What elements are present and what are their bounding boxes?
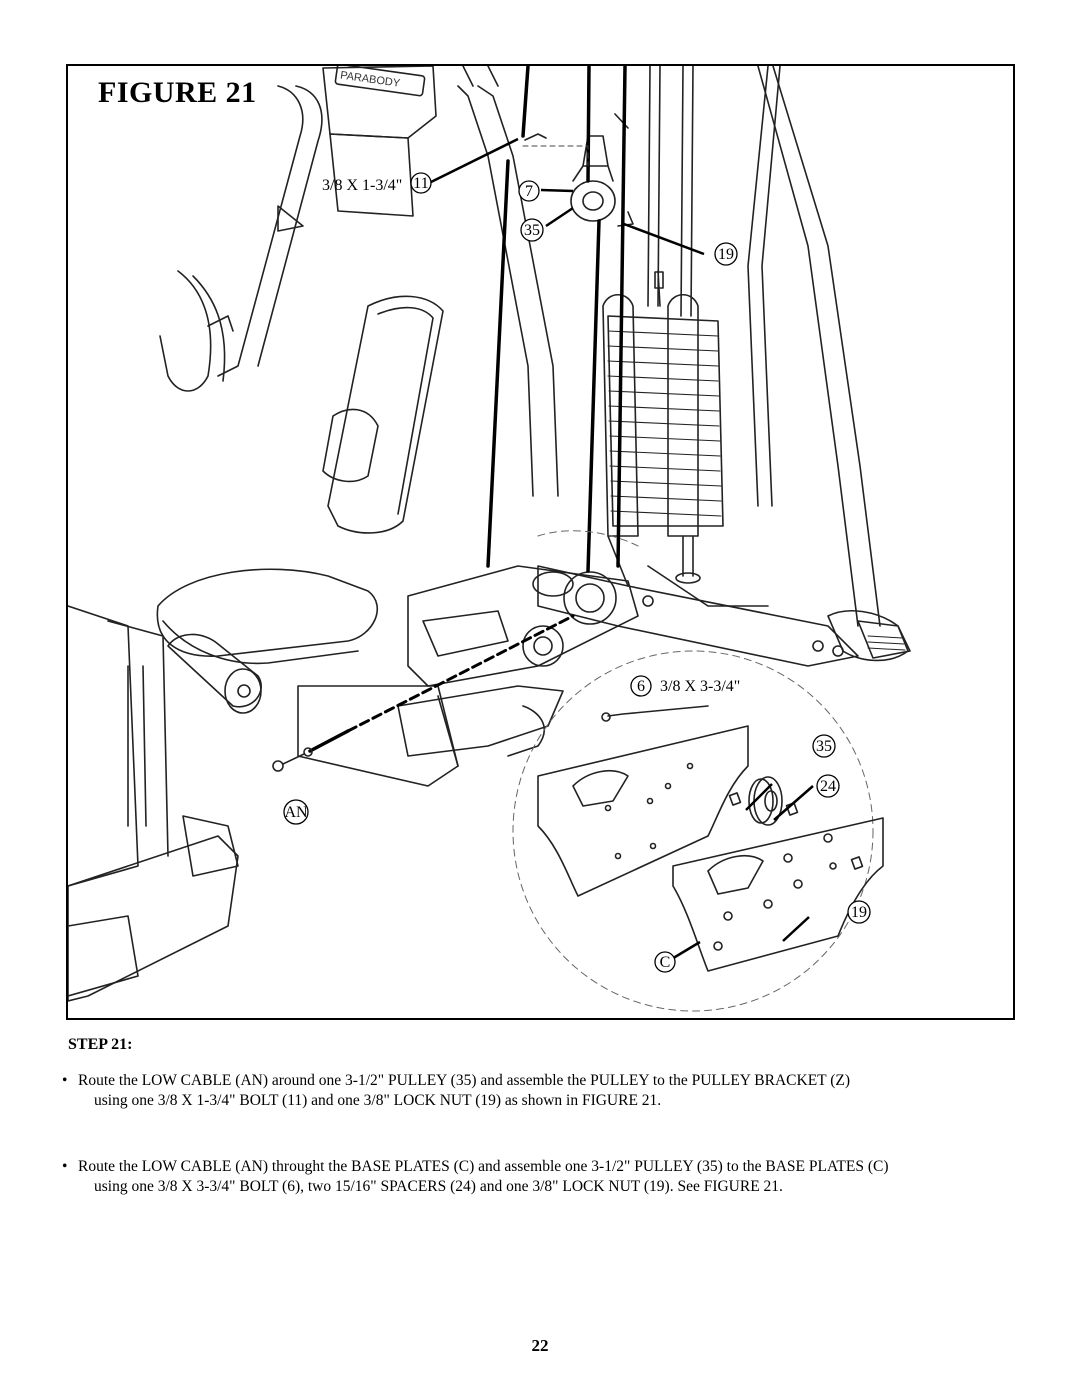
weight-stack (602, 66, 724, 584)
instruction-1-line-1: Route the LOW CABLE (AN) around one 3-1/… (78, 1072, 851, 1089)
cable (308, 66, 627, 753)
instruction-2-line-1: Route the LOW CABLE (AN) throught the BA… (78, 1158, 889, 1175)
callout-11-spec: 3/8 X 1-3/4" (322, 177, 402, 194)
bullet-symbol: • (62, 1158, 68, 1175)
callout-6: 6 (637, 678, 645, 695)
callout-6-spec: 3/8 X 3-3/4" (660, 678, 740, 695)
detail-circle (512, 650, 874, 1012)
seat-back (322, 295, 444, 534)
instruction-2-line-2: using one 3/8 X 3-3/4" BOLT (6), two 15/… (94, 1178, 783, 1195)
top-housing: PARABODY (322, 66, 437, 217)
base-plate-back (537, 725, 749, 897)
upper-pulley-bracket (524, 113, 634, 227)
callout-an: AN (284, 804, 308, 821)
leg-roller (68, 605, 262, 887)
page-number: 22 (531, 1336, 549, 1355)
callout-7: 7 (525, 183, 533, 200)
figure-title: FIGURE 21 (98, 76, 257, 109)
bullet-symbol: • (62, 1072, 68, 1089)
callout-35-detail: 35 (816, 738, 832, 755)
callout-19-detail: 19 (851, 904, 867, 921)
step-title: STEP 21: (68, 1036, 133, 1053)
rear-column (457, 66, 559, 497)
exercise-machine-illustration: PARABODY (68, 66, 911, 1012)
callout-24: 24 (820, 778, 836, 795)
seat-pad (156, 568, 379, 665)
pulley-bracket-lower (297, 565, 639, 787)
footplate (68, 835, 239, 1002)
press-arm (159, 85, 323, 392)
leader-lines (428, 137, 814, 962)
callout-11-number: 11 (413, 175, 428, 192)
cable-end-eye (272, 747, 313, 772)
detail-pulley (601, 705, 799, 826)
callout-35-upper: 35 (524, 222, 540, 239)
instruction-1-line-2: using one 3/8 X 1-3/4" BOLT (11) and one… (94, 1092, 662, 1109)
base-plate-front (672, 817, 884, 972)
base-frame (537, 535, 859, 667)
callout-19-upper: 19 (718, 246, 734, 263)
a-frame (747, 66, 911, 662)
brand-plate-text: PARABODY (339, 69, 401, 89)
callout-c: C (660, 954, 671, 971)
callouts: 3/8 X 1-3/4" 11 7 35 19 6 3/8 X 3-3/4" 3… (283, 172, 871, 973)
figure-21-box: FIGURE 21 PARABODY (66, 64, 1015, 1020)
